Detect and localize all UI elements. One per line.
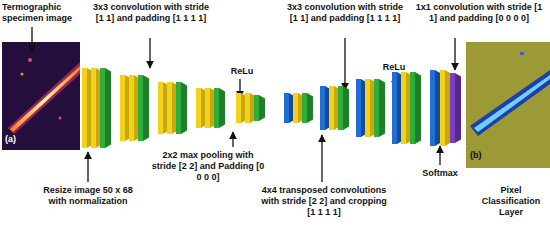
annotation-label: Resize image 50 x 68 with normalization — [38, 185, 138, 207]
layer-side — [105, 68, 111, 148]
layer-side — [379, 79, 385, 137]
layer-slab — [329, 86, 334, 130]
layer-slab — [245, 93, 250, 123]
annotation-label: 1x1 convolution with stride [1 1] and pa… — [412, 2, 546, 24]
annotation-label: 2x2 max pooling with stride [2 2] and Pa… — [150, 150, 266, 183]
annotation-label: Pixel Classification Layer — [474, 185, 548, 218]
annotation-label: 3x3 convolution with stride [1 1] and pa… — [282, 2, 408, 24]
layer-slab — [374, 79, 379, 137]
layer-slab — [236, 93, 241, 123]
annotation-label: Softmax — [410, 168, 470, 179]
network-layers — [82, 68, 461, 148]
layer-slab — [205, 88, 210, 128]
layer-side — [259, 95, 265, 121]
layer-slab — [196, 88, 201, 128]
layer-slab — [176, 82, 181, 134]
layer-slab — [338, 86, 343, 130]
layer-slab — [410, 72, 415, 144]
segmentation-image — [466, 42, 550, 168]
layer-slab — [167, 82, 172, 134]
layer-slab — [120, 75, 125, 141]
annotation-label: ReLu — [372, 62, 416, 73]
annotation-label: Termographic specimen image — [2, 2, 97, 24]
layer-slab — [320, 86, 325, 130]
layer-slab — [302, 93, 307, 123]
layer-slab — [365, 79, 370, 137]
leader-arrows — [32, 27, 455, 182]
layer-slab — [450, 73, 455, 143]
layer-slab — [100, 68, 105, 148]
layer-slab — [158, 82, 163, 134]
layer-slab — [356, 79, 361, 137]
layer-slab — [214, 88, 219, 128]
layer-side — [143, 75, 149, 141]
layer-side — [415, 72, 421, 144]
annotation-label: (b) — [470, 150, 494, 161]
annotation-label: 4x4 transposed convolutions with stride … — [258, 185, 390, 218]
layer-slab — [430, 70, 435, 146]
layer-slab — [91, 68, 96, 148]
layer-side — [307, 93, 313, 123]
layer-side — [219, 88, 225, 128]
layer-slab — [284, 93, 289, 123]
layer-slab — [401, 72, 406, 144]
layer-side — [343, 86, 349, 130]
annotation-label: (a) — [5, 134, 29, 145]
layer-slab — [254, 95, 259, 121]
layer-side — [455, 73, 461, 143]
layer-slab — [440, 70, 445, 146]
annotation-label: 3x3 convolution with stride [1 1] and pa… — [88, 2, 214, 24]
thermal-image — [2, 42, 80, 150]
layer-slab — [293, 93, 298, 123]
layer-side — [181, 82, 187, 134]
layer-slab — [129, 75, 134, 141]
layer-slab — [82, 68, 87, 148]
layer-slab — [392, 72, 397, 144]
annotation-label: ReLu — [222, 66, 262, 77]
layer-slab — [138, 75, 143, 141]
